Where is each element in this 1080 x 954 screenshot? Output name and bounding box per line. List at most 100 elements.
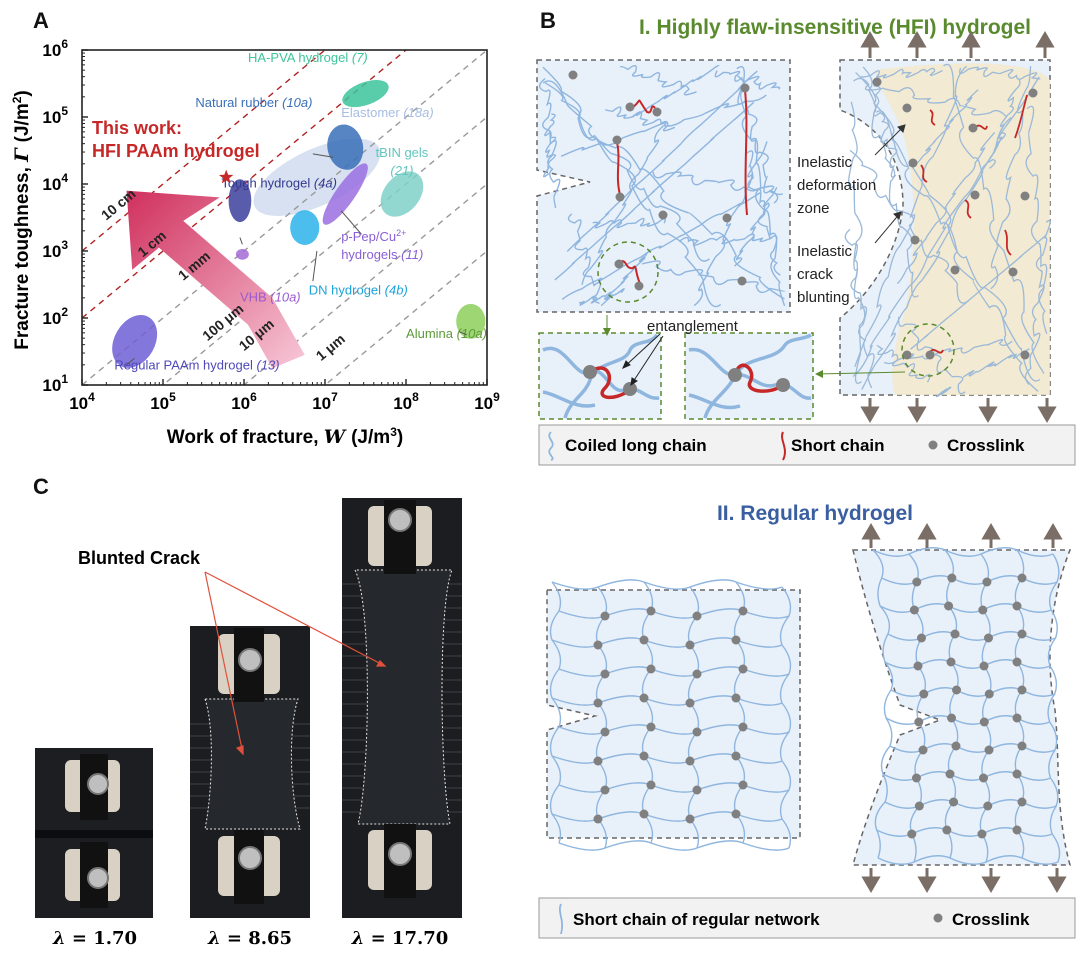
crosslink — [646, 722, 656, 732]
crosslink — [731, 635, 741, 645]
region-5 — [322, 163, 368, 225]
crosslink — [738, 780, 748, 790]
polymer-chain — [736, 65, 786, 307]
y-tick-label: 101 — [42, 372, 68, 395]
this-work-star — [219, 169, 234, 184]
hfi-network-stretched — [839, 31, 1057, 423]
entanglement-zoom-left — [538, 332, 662, 420]
entanglement-zoom-right — [684, 332, 814, 420]
polymer-chain — [604, 106, 676, 132]
polymer-chain — [855, 72, 1041, 382]
crosslink — [1012, 713, 1022, 723]
network-strand — [549, 581, 562, 844]
specimen-photo-1 — [35, 748, 153, 918]
crosslink — [731, 693, 741, 703]
region-0 — [342, 79, 389, 108]
crosslink — [685, 756, 695, 766]
polymer-chain — [745, 150, 781, 276]
leader-line — [312, 153, 334, 158]
specimen-photo-3 — [342, 498, 462, 918]
blunting-label: Inelastic crack blunting — [797, 243, 856, 306]
crosslink — [978, 605, 988, 615]
legend-short: Short chain — [791, 436, 885, 455]
crosslink — [738, 664, 748, 674]
crosslink — [979, 661, 989, 671]
crosslink — [982, 577, 992, 587]
network-strand — [595, 586, 608, 849]
crosslink — [692, 727, 702, 737]
polymer-chain — [861, 67, 943, 79]
polymer-chain — [935, 386, 952, 398]
polymer-chain — [566, 70, 758, 252]
crosslink — [593, 640, 603, 650]
blunted-crack-label: Blunted Crack — [78, 548, 201, 568]
regular-title: II. Regular hydrogel — [717, 502, 913, 525]
region-4 — [228, 179, 252, 223]
zone-label: Inelastic deformation zone — [797, 154, 880, 217]
x-tick-label: 106 — [231, 390, 257, 413]
region-label-1: Natural rubber (10a) — [195, 95, 312, 110]
crosslink — [947, 573, 957, 583]
region-7 — [235, 248, 249, 260]
x-tick-label: 107 — [312, 390, 338, 413]
network-strand — [1047, 553, 1061, 863]
polymer-chain — [619, 65, 697, 96]
region-8 — [456, 303, 486, 339]
leader-line — [239, 237, 243, 245]
x-tick-label: 104 — [69, 390, 95, 413]
region-1 — [327, 124, 364, 170]
polymer-chain — [652, 171, 784, 196]
polymer-chain — [1024, 219, 1051, 386]
panel-c-photos: Blunted Crack λ = 1.70 λ = 8.65 λ = 17.7… — [35, 498, 462, 949]
crosslink — [914, 717, 924, 727]
crosslink — [692, 785, 702, 795]
crosslink — [1012, 825, 1022, 835]
x-tick-label: 109 — [474, 390, 500, 413]
crosslink — [593, 756, 603, 766]
polymer-chain — [714, 70, 781, 90]
crosslink — [646, 780, 656, 790]
polymer-chain — [693, 141, 768, 307]
crosslink — [1017, 797, 1027, 807]
this-work-label-line2: HFI PAAm hydrogel — [92, 141, 260, 161]
legend-hfi: Coiled long chain Short chain Crosslink — [538, 424, 1076, 466]
crosslink — [984, 745, 994, 755]
polymer-chain — [916, 89, 979, 164]
network-strand — [877, 855, 1059, 865]
crosslink — [946, 657, 956, 667]
region-label-4: Tough hydrogel (4a) — [221, 175, 337, 190]
network-strand — [779, 586, 792, 849]
crosslink — [914, 801, 924, 811]
crosslink — [1012, 601, 1022, 611]
crosslink — [600, 669, 610, 679]
region-6 — [290, 210, 320, 245]
specimen-photo-2 — [190, 626, 310, 918]
polymer-chain — [844, 228, 875, 389]
polymer-chain — [542, 113, 557, 178]
polymer-chain — [896, 132, 996, 285]
legend-regular-short: Short chain of regular network — [573, 910, 820, 929]
network-strand — [872, 547, 1054, 557]
crosslink — [949, 797, 959, 807]
crosslink — [911, 773, 921, 783]
network-strand — [558, 840, 790, 851]
length-line-label: 1 μm — [313, 331, 348, 364]
crosslink — [685, 698, 695, 708]
crosslink — [692, 669, 702, 679]
crosslink — [1012, 769, 1022, 779]
crosslink — [738, 606, 748, 616]
caption-3: λ = 17.70 — [351, 928, 449, 949]
region-label-3: tBIN gels(21) — [376, 145, 429, 178]
crosslink — [916, 633, 926, 643]
x-axis-label: Work of fracture, W(J/m3) — [167, 425, 403, 448]
region-9 — [112, 315, 158, 368]
y-tick-label: 102 — [42, 305, 68, 328]
crosslink — [912, 577, 922, 587]
polymer-chain — [554, 101, 755, 281]
crosslink — [945, 769, 955, 779]
region-label-2: Elastomer (18a) — [341, 105, 434, 120]
polymer-chain — [542, 66, 722, 308]
polymer-chain — [581, 125, 664, 285]
crosslink — [952, 685, 962, 695]
crosslink — [918, 745, 928, 755]
